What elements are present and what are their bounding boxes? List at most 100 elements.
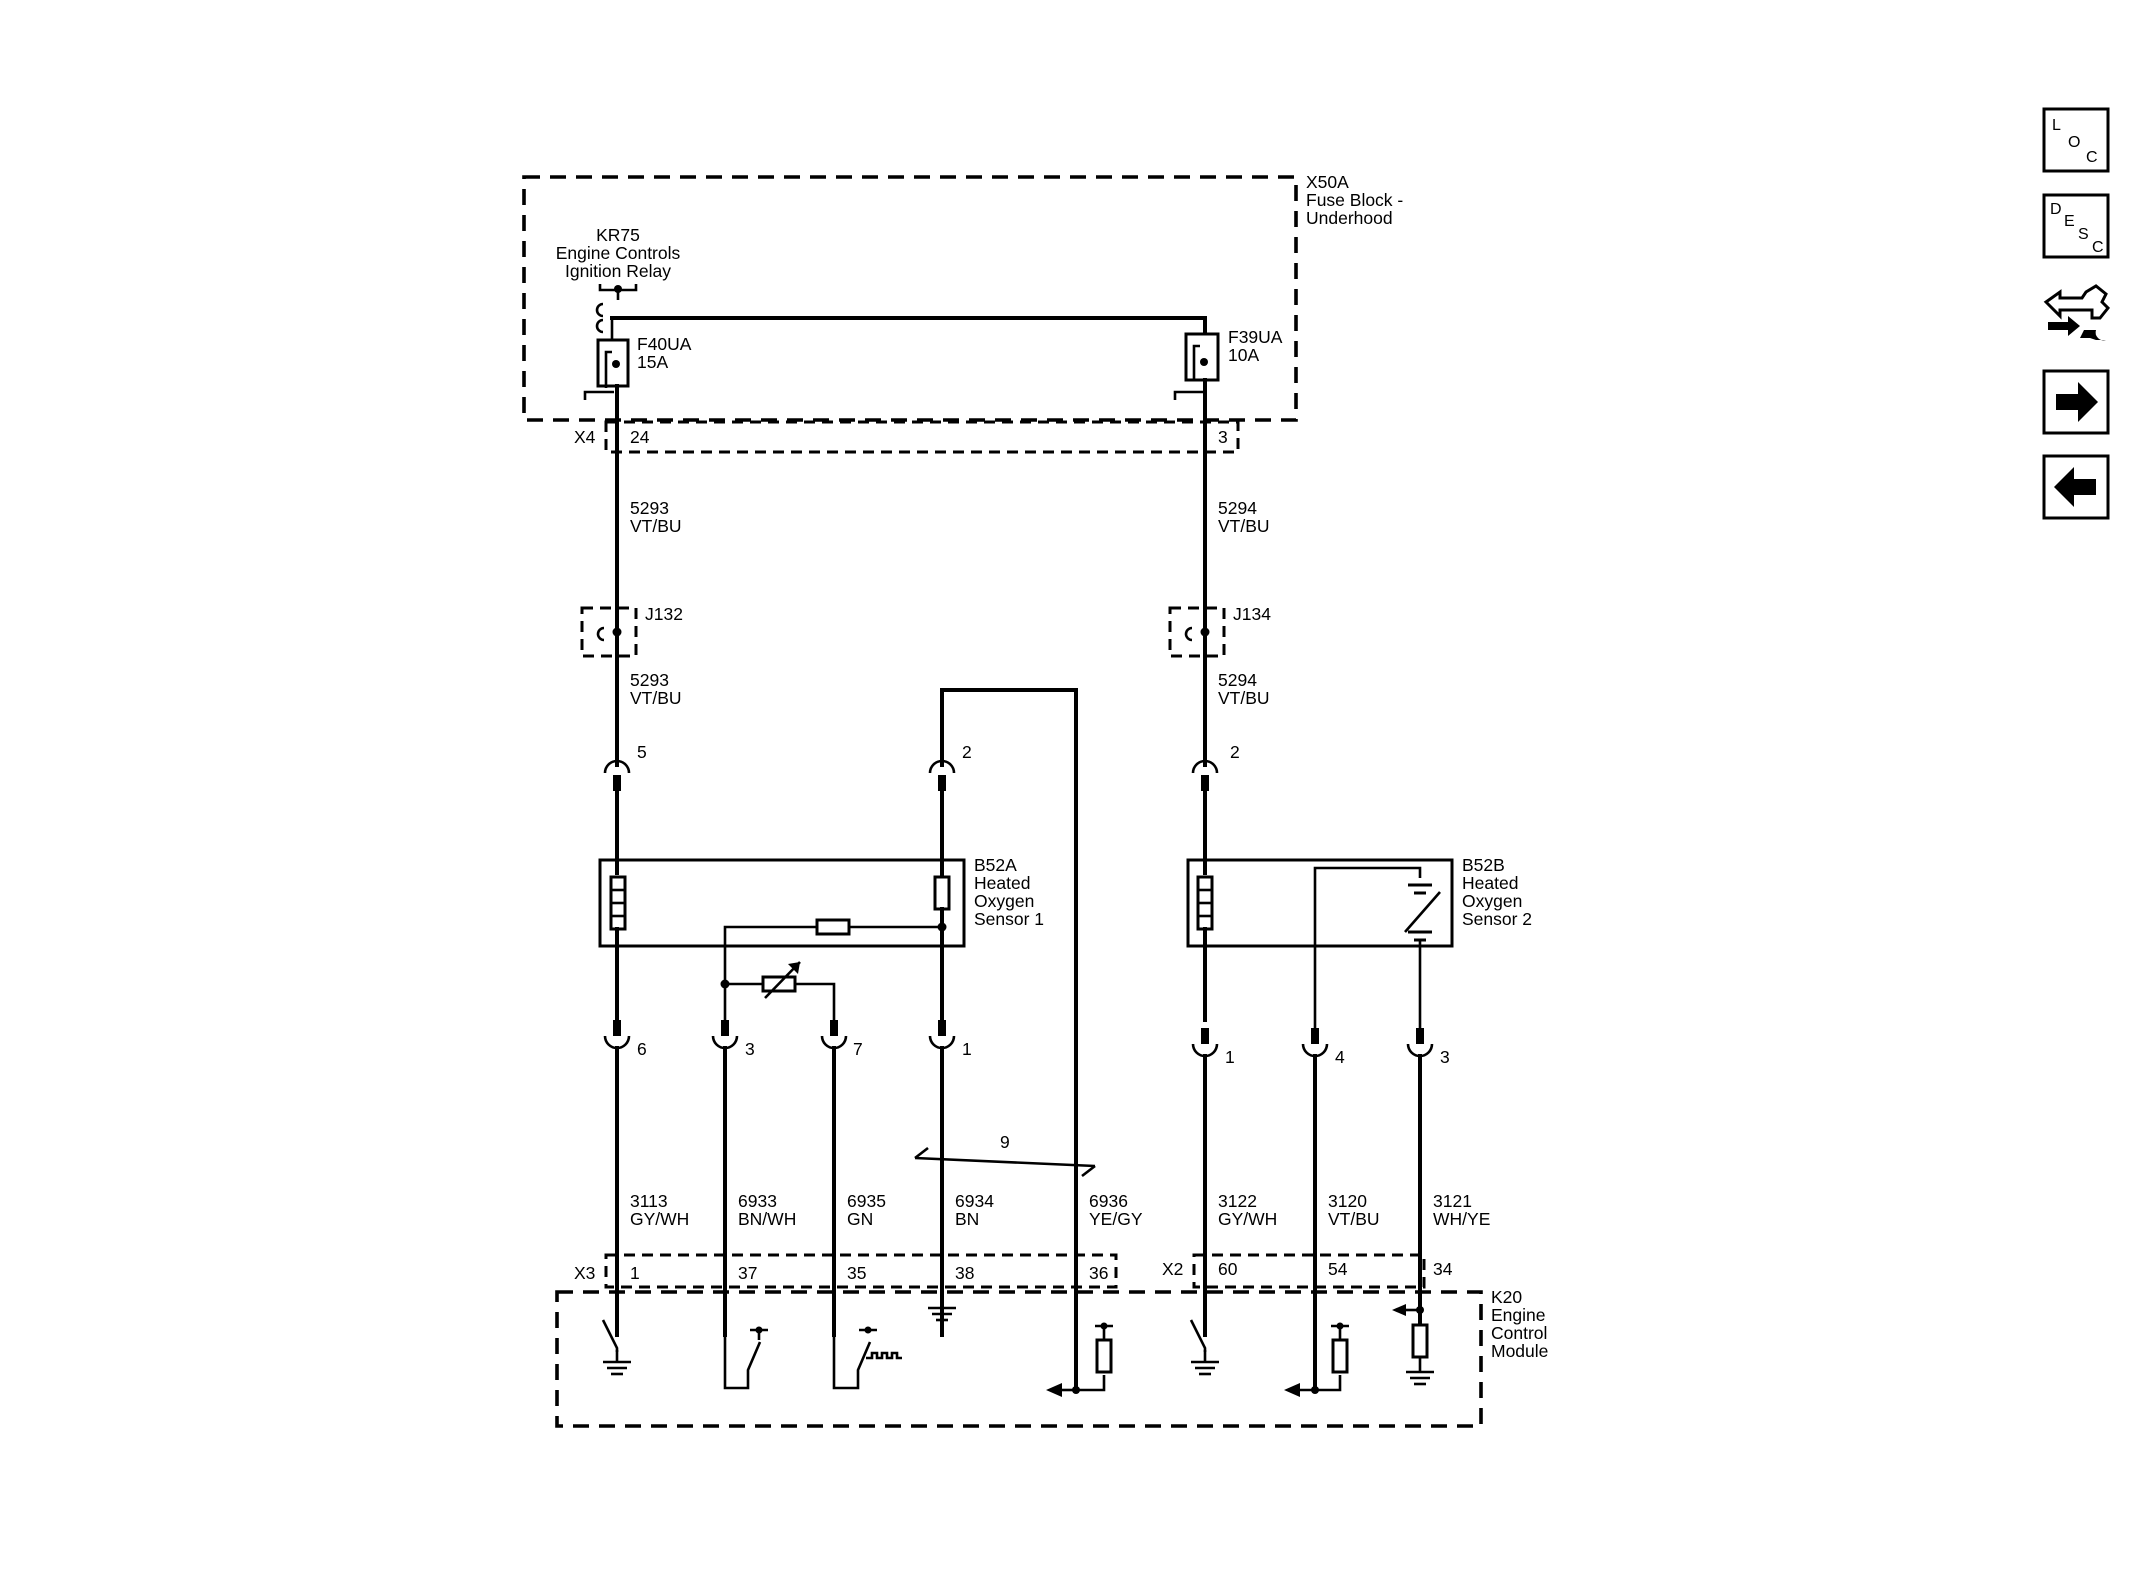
wire-5293-mid-circuit: 5293 xyxy=(630,670,669,690)
back-button[interactable] xyxy=(2042,454,2110,520)
twisted-pair-count: 9 xyxy=(1000,1132,1010,1152)
sensor-b52a-id: B52A xyxy=(974,855,1017,875)
connector-x3 xyxy=(604,1253,1118,1289)
ecm-resistor-34 xyxy=(1392,1304,1434,1386)
wire-3122-color: GY/WH xyxy=(1218,1209,1277,1229)
pin-s2-2: 2 xyxy=(1230,742,1240,762)
pin-x3-1: 1 xyxy=(630,1263,640,1283)
sensor-b52a-body xyxy=(598,858,966,948)
wire-5294-mid-circuit: 5294 xyxy=(1218,670,1257,690)
wire-6935-color: GN xyxy=(847,1209,873,1229)
pin-s1-2: 2 xyxy=(962,742,972,762)
fuse-block-name-1: Fuse Block - xyxy=(1306,190,1403,210)
pin-s2-3: 3 xyxy=(1440,1047,1450,1067)
relay-contact-symbol xyxy=(595,284,638,334)
wire-3120-circuit: 3120 xyxy=(1328,1191,1367,1211)
ecm-k20-name-2: Control xyxy=(1491,1323,1547,1343)
sensor2-heater-element xyxy=(1196,875,1214,931)
wire-3121-color: WH/YE xyxy=(1433,1209,1490,1229)
sensor-b52a-name-1: Heated xyxy=(974,873,1030,893)
sensor-b52b-id: B52B xyxy=(1462,855,1505,875)
pin-s2-1: 1 xyxy=(1225,1047,1235,1067)
connector-x4 xyxy=(604,420,1240,454)
ecm-k20-id: K20 xyxy=(1491,1287,1522,1307)
ecm-k20-name-1: Engine xyxy=(1491,1305,1546,1325)
relay-name-2: Ignition Relay xyxy=(565,261,671,281)
pin-x4-24: 24 xyxy=(630,427,650,447)
pin-x3-37: 37 xyxy=(738,1263,757,1283)
wire-3113-circuit: 3113 xyxy=(630,1191,668,1211)
fuse-f39ua-rating: 10A xyxy=(1228,345,1259,365)
next-button[interactable] xyxy=(2042,369,2110,435)
wire-6933-circuit: 6933 xyxy=(738,1191,777,1211)
pin-s2-4: 4 xyxy=(1335,1047,1345,1067)
wire-5293-mid-color: VT/BU xyxy=(630,688,682,708)
pin-x3-35: 35 xyxy=(847,1263,866,1283)
wire-3121-circuit: 3121 xyxy=(1433,1191,1472,1211)
splice-j134 xyxy=(1168,606,1226,658)
wire-6934-color: BN xyxy=(955,1209,979,1229)
pin-x3-36: 36 xyxy=(1089,1263,1108,1283)
wire-3120-color: VT/BU xyxy=(1328,1209,1380,1229)
pin-x2-60: 60 xyxy=(1218,1259,1238,1279)
wire-6935-circuit: 6935 xyxy=(847,1191,886,1211)
ecm-resistor-54 xyxy=(1284,1322,1349,1397)
svg-text:C: C xyxy=(2086,149,2098,166)
connector-x2 xyxy=(1192,1253,1426,1289)
svg-text:O: O xyxy=(2068,134,2080,151)
sensor-b52b-name-1: Heated xyxy=(1462,873,1518,893)
splice-j132 xyxy=(580,606,638,658)
sensor-b52b-name-3: Sensor 2 xyxy=(1462,909,1532,929)
pin-x3-38: 38 xyxy=(955,1263,974,1283)
pin-x4-3: 3 xyxy=(1218,427,1228,447)
loc-button[interactable]: L O C xyxy=(2042,107,2110,173)
twisted-pair-marker xyxy=(914,1146,1096,1178)
ecm-switch-37 xyxy=(723,1326,768,1390)
ecm-switch-35 xyxy=(832,1326,902,1390)
desc-button[interactable]: D E S C xyxy=(2042,193,2110,259)
wire-6934-circuit: 6934 xyxy=(955,1191,994,1211)
connector-tool-button[interactable] xyxy=(2043,284,2111,341)
back-arrow-icon xyxy=(2054,467,2096,507)
svg-text:D: D xyxy=(2050,201,2062,218)
pin-x2-54: 54 xyxy=(1328,1259,1348,1279)
connector-tool-icon xyxy=(2043,284,2111,341)
splice-j134-label: J134 xyxy=(1233,604,1271,624)
wire-5294-top-circuit: 5294 xyxy=(1218,498,1257,518)
fuse-f40ua-id: F40UA xyxy=(637,334,692,354)
connector-x4-label: X4 xyxy=(574,427,596,447)
pin-s1-3: 3 xyxy=(745,1039,755,1059)
svg-text:S: S xyxy=(2078,226,2089,243)
sensor-b52b-name-2: Oxygen xyxy=(1462,891,1522,911)
splice-j132-label: J132 xyxy=(645,604,683,624)
wire-5294-top-color: VT/BU xyxy=(1218,516,1270,536)
fuse-f39ua-id: F39UA xyxy=(1228,327,1283,347)
fuse-block-name-2: Underhood xyxy=(1306,208,1393,228)
pin-s1-5: 5 xyxy=(637,742,647,762)
pin-s1-1: 1 xyxy=(962,1039,972,1059)
fuse-block-boundary xyxy=(522,175,1298,422)
ecm-ground-38 xyxy=(928,1306,956,1335)
sensor1-heater-element xyxy=(609,875,627,931)
wire-3122-circuit: 3122 xyxy=(1218,1191,1257,1211)
wire-6936-loop xyxy=(940,688,1078,1392)
wire-3113-color: GY/WH xyxy=(630,1209,689,1229)
svg-text:C: C xyxy=(2092,239,2104,256)
sensor1-bottom-connectors xyxy=(603,1020,956,1050)
ecm-low-side-driver-1 xyxy=(601,1319,631,1376)
svg-text:E: E xyxy=(2064,213,2075,230)
fuse-block-id: X50A xyxy=(1306,172,1349,192)
desc-icon: D E S C xyxy=(2050,201,2104,256)
ecm-low-side-driver-60 xyxy=(1189,1319,1219,1376)
fuse-f39ua xyxy=(1184,332,1220,382)
ecm-k20-boundary xyxy=(555,1290,1483,1428)
relay-id: KR75 xyxy=(596,225,640,245)
sensor1-resistor xyxy=(933,875,951,911)
sensor2-cell-symbol xyxy=(1313,866,1441,1020)
connector-x2-label: X2 xyxy=(1162,1259,1183,1279)
wire-5293-top-color: VT/BU xyxy=(630,516,682,536)
fuse-f40ua-rating: 15A xyxy=(637,352,668,372)
wire-6936-circuit: 6936 xyxy=(1089,1191,1128,1211)
wire-ignition-bus xyxy=(610,316,1207,342)
